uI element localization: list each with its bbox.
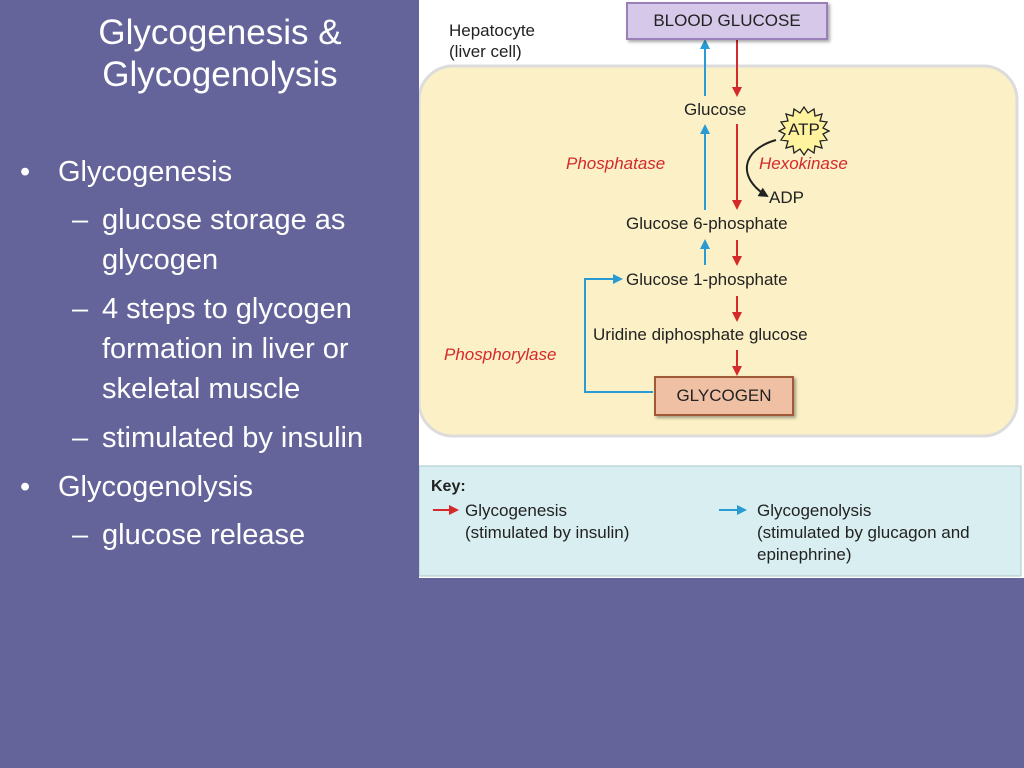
pathway-graphics — [419, 39, 1022, 577]
title-line-1: Glycogenesis & — [98, 13, 342, 52]
bullet-list: • Glycogenesis – glucose storage as glyc… — [0, 152, 420, 564]
bullet-text: 4 steps to glycogen — [102, 293, 352, 325]
key-title: Key: — [431, 478, 466, 495]
key-glycogenesis-line-1: Glycogenesis — [465, 501, 568, 520]
sub-bullet-storage: – glucose storage as glycogen — [0, 200, 420, 280]
hepatocyte-line-2: (liver cell) — [449, 42, 522, 61]
key-glycogenolysis-text: Glycogenolysis (stimulated by glucagon a… — [757, 500, 970, 566]
title-line-2: Glycogenolysis — [102, 55, 338, 94]
bullet-text: glycogen — [102, 244, 219, 276]
bullet-text: stimulated by insulin — [102, 422, 364, 454]
phosphatase-label: Phosphatase — [566, 154, 666, 173]
dash-marker: – — [72, 204, 89, 236]
dash-marker: – — [72, 519, 89, 551]
key-glycogenesis-text: Glycogenesis (stimulated by insulin) — [465, 500, 629, 544]
bullet-text: glucose storage as — [102, 204, 346, 236]
bullet-glycogenolysis: • Glycogenolysis — [0, 467, 420, 507]
atp-to-adp-arrow — [746, 139, 777, 198]
adp-label: ADP — [769, 188, 804, 207]
hexokinase-label: Hexokinase — [759, 154, 848, 173]
bullet-glycogenesis: • Glycogenesis — [0, 152, 420, 192]
atp-starburst — [777, 105, 831, 157]
bullet-text: Glycogenolysis — [58, 471, 254, 503]
blood-glucose-box: BLOOD GLUCOSE — [626, 2, 828, 40]
sub-bullet-steps: – 4 steps to glycogen formation in liver… — [0, 289, 420, 409]
hepatocyte-line-1: Hepatocyte — [449, 21, 535, 40]
slide-title: Glycogenesis & Glycogenolysis — [40, 12, 400, 96]
bullet-text: formation in liver or — [102, 333, 349, 365]
glucose-1-phosphate-label: Glucose 1-phosphate — [626, 270, 788, 289]
key-glycogenolysis-line-2: (stimulated by glucagon and — [757, 523, 970, 542]
glycogen-box: GLYCOGEN — [654, 376, 794, 416]
bullet-text: glucose release — [102, 519, 306, 551]
dash-marker: – — [72, 422, 89, 454]
dash-marker: – — [72, 293, 89, 325]
bullet-text: skeletal muscle — [102, 373, 301, 405]
bullet-marker: • — [20, 156, 31, 188]
pathway-figure: Hepatocyte (liver cell) BLOOD GLUCOSE Gl… — [419, 0, 1024, 578]
glucose-6-phosphate-label: Glucose 6-phosphate — [626, 214, 788, 233]
bullet-text: Glycogenesis — [58, 156, 233, 188]
key-glycogenolysis-line-1: Glycogenolysis — [757, 501, 872, 520]
key-glycogenolysis-line-3: epinephrine) — [757, 545, 852, 564]
sub-bullet-release: – glucose release — [0, 515, 420, 555]
key-panel — [419, 465, 1022, 577]
glucose-label: Glucose — [684, 100, 747, 119]
atp-label: ATP — [788, 120, 820, 139]
udp-glucose-label: Uridine diphosphate glucose — [593, 325, 808, 344]
hepatocyte-label: Hepatocyte (liver cell) — [449, 20, 535, 62]
phosphorylase-label: Phosphorylase — [444, 345, 557, 364]
hepatocyte-cell — [419, 64, 1019, 438]
sub-bullet-insulin: – stimulated by insulin — [0, 418, 420, 458]
key-glycogenesis-line-2: (stimulated by insulin) — [465, 523, 630, 542]
bullet-marker: • — [20, 471, 31, 503]
phosphorylase-arrow — [584, 274, 653, 393]
